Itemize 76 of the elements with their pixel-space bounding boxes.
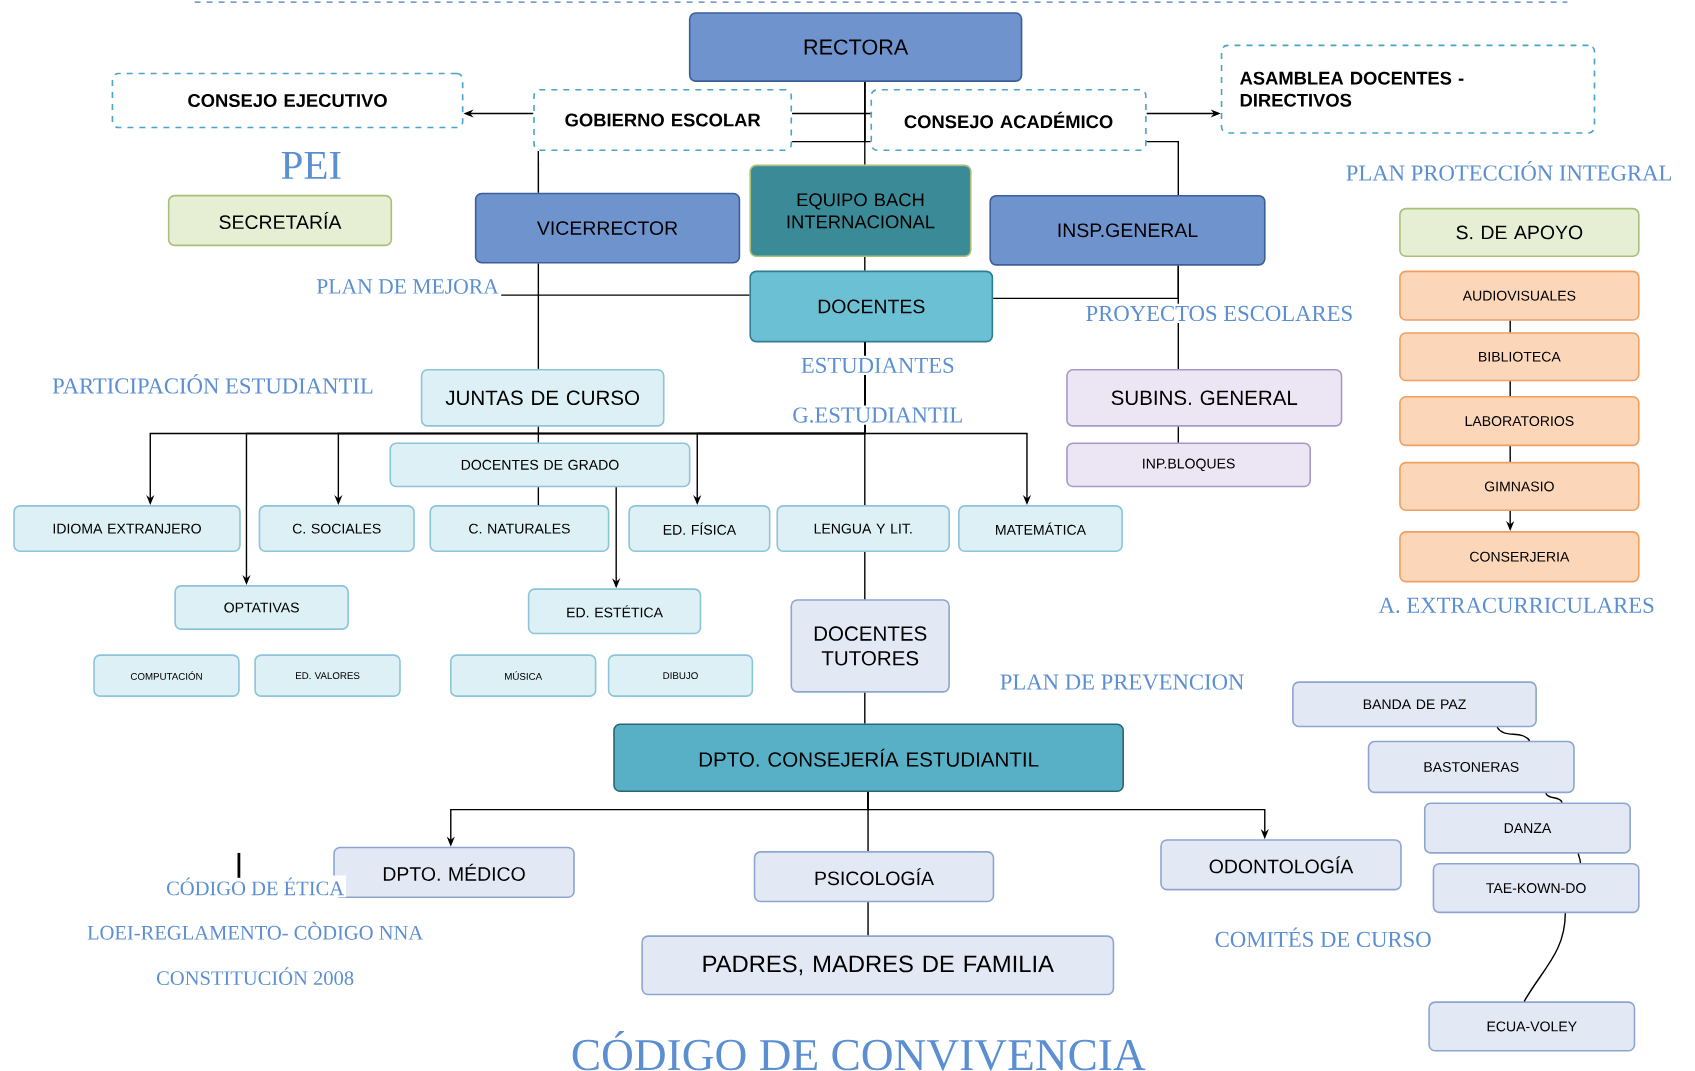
annotation-text: G.ESTUDIANTIL — [790, 405, 966, 425]
box-node: SECRETARÍA — [167, 194, 393, 247]
dashed-box: CONSEJO EJECUTIVO — [111, 72, 464, 129]
annotation-text: COMITÉS DE CURSO — [1212, 925, 1434, 950]
box-node: DANZA — [1423, 802, 1631, 854]
connector-line — [864, 551, 866, 600]
connector-line — [864, 81, 872, 143]
connector-line — [1509, 320, 1511, 333]
box-node: TAE-KOWN-DO — [1432, 862, 1640, 914]
box-node: S. DE APOYO — [1399, 207, 1640, 257]
box-node: DPTO. CONSEJERÍA ESTUDIANTIL — [613, 723, 1124, 793]
box-node: ODONTOLOGÍA — [1160, 839, 1402, 891]
box-node: LENGUA Y LIT. — [776, 505, 950, 553]
box-node: GIMNASIO — [1399, 461, 1640, 512]
box-node: LABORATORIOS — [1399, 395, 1640, 447]
box-node: BASTONERAS — [1367, 740, 1575, 794]
box-node: DOCENTES TUTORES — [790, 599, 950, 693]
box-node: ED. ESTÉTICA — [527, 588, 702, 635]
box-node: C. NATURALES — [429, 505, 610, 553]
box-node: PADRES, MADRES DE FAMILIA — [641, 935, 1115, 996]
dashed-box: GOBIERNO ESCOLAR — [533, 88, 793, 152]
annotation-text: PLAN DE PREVENCION — [997, 672, 1247, 692]
connector-line — [791, 112, 872, 115]
connector-line — [537, 486, 540, 506]
box-node: JUNTAS DE CURSO — [420, 368, 665, 427]
annotation-text: CÓDIGO DE ÉTICA — [164, 875, 347, 898]
box-node: SUBINS. GENERAL — [1066, 368, 1343, 427]
box-node: IDIOMA EXTRANJERO — [13, 505, 241, 553]
connector-line — [864, 691, 866, 725]
connector-line — [537, 262, 540, 370]
connector-line — [1545, 792, 1563, 804]
box-node: PSICOLOGÍA — [753, 851, 995, 903]
connector-line — [537, 150, 540, 194]
box-node: DOCENTES DE GRADO — [389, 442, 691, 488]
connector-line — [1145, 140, 1179, 196]
connector-line — [537, 426, 540, 444]
box-node: INP.BLOQUES — [1066, 442, 1311, 488]
connector-line — [1577, 853, 1582, 864]
annotation-text: PROYECTOS ESCOLARES — [1083, 303, 1356, 324]
box-node: INSP.GENERAL — [989, 194, 1266, 266]
dashed-box: CONSEJO ACADÉMICO — [870, 88, 1147, 152]
box-node: OPTATIVAS — [174, 585, 349, 630]
annotation-text: CONSTITUCIÓN 2008 — [154, 965, 357, 988]
box-node: BIBLIOTECA — [1399, 332, 1640, 382]
annotation-text: PLAN PROTECCIÓN INTEGRAL — [1343, 158, 1675, 183]
annotation-text: PLAN DE MEJORA — [316, 279, 499, 294]
box-node: ED. VALORES — [254, 654, 401, 697]
connector-line — [500, 294, 751, 296]
box-node: COMPUTACIÓN — [93, 654, 240, 697]
box-node: CONSERJERIA — [1399, 531, 1640, 583]
box-node: ECUA-VOLEY — [1428, 1001, 1636, 1052]
box-node: EQUIPO BACH INTERNACIONAL — [749, 164, 972, 257]
connector-line — [1496, 726, 1531, 742]
box-node: VICERRECTOR — [474, 192, 741, 264]
box-node: MATEMÁTICA — [958, 505, 1123, 553]
annotation-text: ESTUDIANTES — [798, 355, 957, 375]
connector-line — [867, 901, 869, 937]
box-node: MÚSICA — [449, 654, 597, 697]
dashed-box: ASAMBLEA DOCENTES - DIRECTIVOS — [1220, 44, 1596, 134]
connector-line — [1523, 912, 1566, 1002]
box-node: DOCENTES — [749, 270, 994, 343]
box-node: ED. FÍSICA — [628, 505, 771, 553]
annotation-text: LOEI-REGLAMENTO- CÒDIGO NNA — [85, 919, 426, 942]
connector-line — [1509, 380, 1511, 397]
box-node: C. SOCIALES — [258, 505, 415, 553]
annotation-text: PEI — [278, 149, 345, 181]
box-node: AUDIOVISUALES — [1399, 270, 1640, 321]
connector-line — [1509, 445, 1511, 463]
box-node: DIBUJO — [607, 654, 754, 697]
connector-line — [1177, 426, 1179, 444]
box-node: RECTORA — [688, 12, 1023, 82]
box-node: BANDA DE PAZ — [1292, 681, 1537, 728]
connector-line — [864, 256, 866, 272]
annotation-text: CÓDIGO DE CONVIVENCIA — [568, 1028, 1148, 1071]
annotation-text: PARTICIPACIÓN ESTUDIANTIL — [50, 371, 376, 396]
annotation-text: A. EXTRACURRICULARES — [1376, 595, 1657, 616]
